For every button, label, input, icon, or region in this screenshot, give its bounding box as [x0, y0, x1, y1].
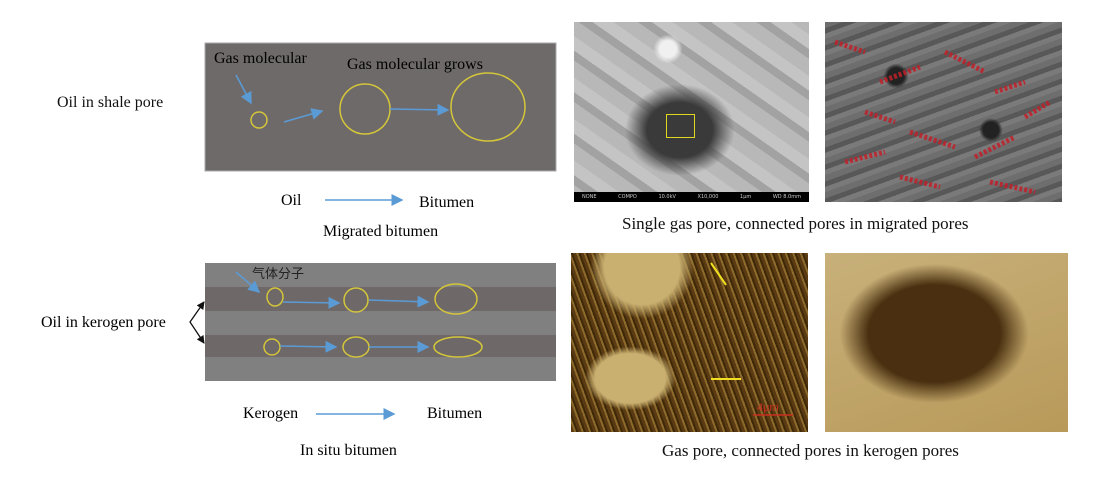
sem-image-migrated: NONE COMPO 10.0kV X10,000 1μm WD 8.0mm: [574, 22, 809, 202]
magnification: X10,000: [697, 194, 719, 200]
growth-arrow: [283, 108, 324, 123]
sem-image-kerogen-2: [825, 253, 1068, 432]
row-label-kerogen: Oil in kerogen pore: [41, 314, 166, 331]
mode: COMPO: [618, 194, 637, 200]
pointer-arrow: [235, 74, 252, 105]
gas-bubble-small: [263, 338, 281, 356]
highlight-box: [666, 114, 695, 138]
oil-label: Oil: [281, 192, 302, 209]
bitumen-label: Bitumen: [419, 194, 474, 211]
working-distance: WD 8.0mm: [772, 194, 801, 200]
sem-bottom-caption: Gas pore, connected pores in kerogen por…: [662, 441, 959, 460]
arrow-down: [189, 321, 205, 344]
gas-bubble-medium: [343, 287, 369, 313]
detector: NONE: [582, 194, 597, 200]
annotation-arrows: [710, 262, 793, 416]
growth-arrow: [389, 103, 450, 116]
schematic-diagram: Gas molecular Gas molecular grows Oil Bi…: [41, 42, 557, 459]
shale-pore-panel: Gas molecular Gas molecular grows: [204, 42, 557, 172]
gas-bubble-small: [250, 111, 268, 129]
scale: 1μm: [740, 194, 752, 200]
sem-image-kerogen: 4μm: [571, 253, 808, 432]
gas-bubble-large: [433, 336, 483, 358]
growth-arrow: [279, 340, 338, 353]
gas-molecular-label: Gas molecular: [214, 50, 308, 67]
voltage: 10.0kV: [658, 194, 676, 200]
scale-label: 4μm: [757, 402, 779, 414]
bitumen-label: Bitumen: [427, 405, 482, 422]
migrated-bitumen-caption: Migrated bitumen: [323, 223, 438, 240]
arrow-up: [189, 301, 205, 323]
in-situ-bitumen-caption: In situ bitumen: [300, 442, 397, 459]
gas-grows-label: Gas molecular grows: [347, 56, 483, 73]
row-label-shale: Oil in shale pore: [57, 94, 164, 111]
gas-bubble-small: [266, 287, 284, 307]
sem-info-bar: NONE COMPO 10.0kV X10,000 1μm WD 8.0mm: [574, 192, 809, 202]
sem-image-zoomed-pores: [825, 22, 1062, 202]
pore-connection-marks: [834, 39, 1052, 195]
bracket-arrows: [189, 301, 205, 344]
sem-top-caption: Single gas pore, connected pores in migr…: [622, 214, 969, 233]
gas-molecule-cn-label: 气体分子: [252, 266, 304, 281]
kerogen-label: Kerogen: [243, 405, 298, 422]
gas-bubble-large: [434, 283, 478, 315]
kerogen-pore-panel: 气体分子: [205, 263, 556, 381]
gas-bubble-large: [450, 72, 526, 142]
growth-arrow: [368, 295, 430, 308]
pointer-arrow: [235, 271, 261, 293]
growth-arrow: [282, 296, 341, 309]
